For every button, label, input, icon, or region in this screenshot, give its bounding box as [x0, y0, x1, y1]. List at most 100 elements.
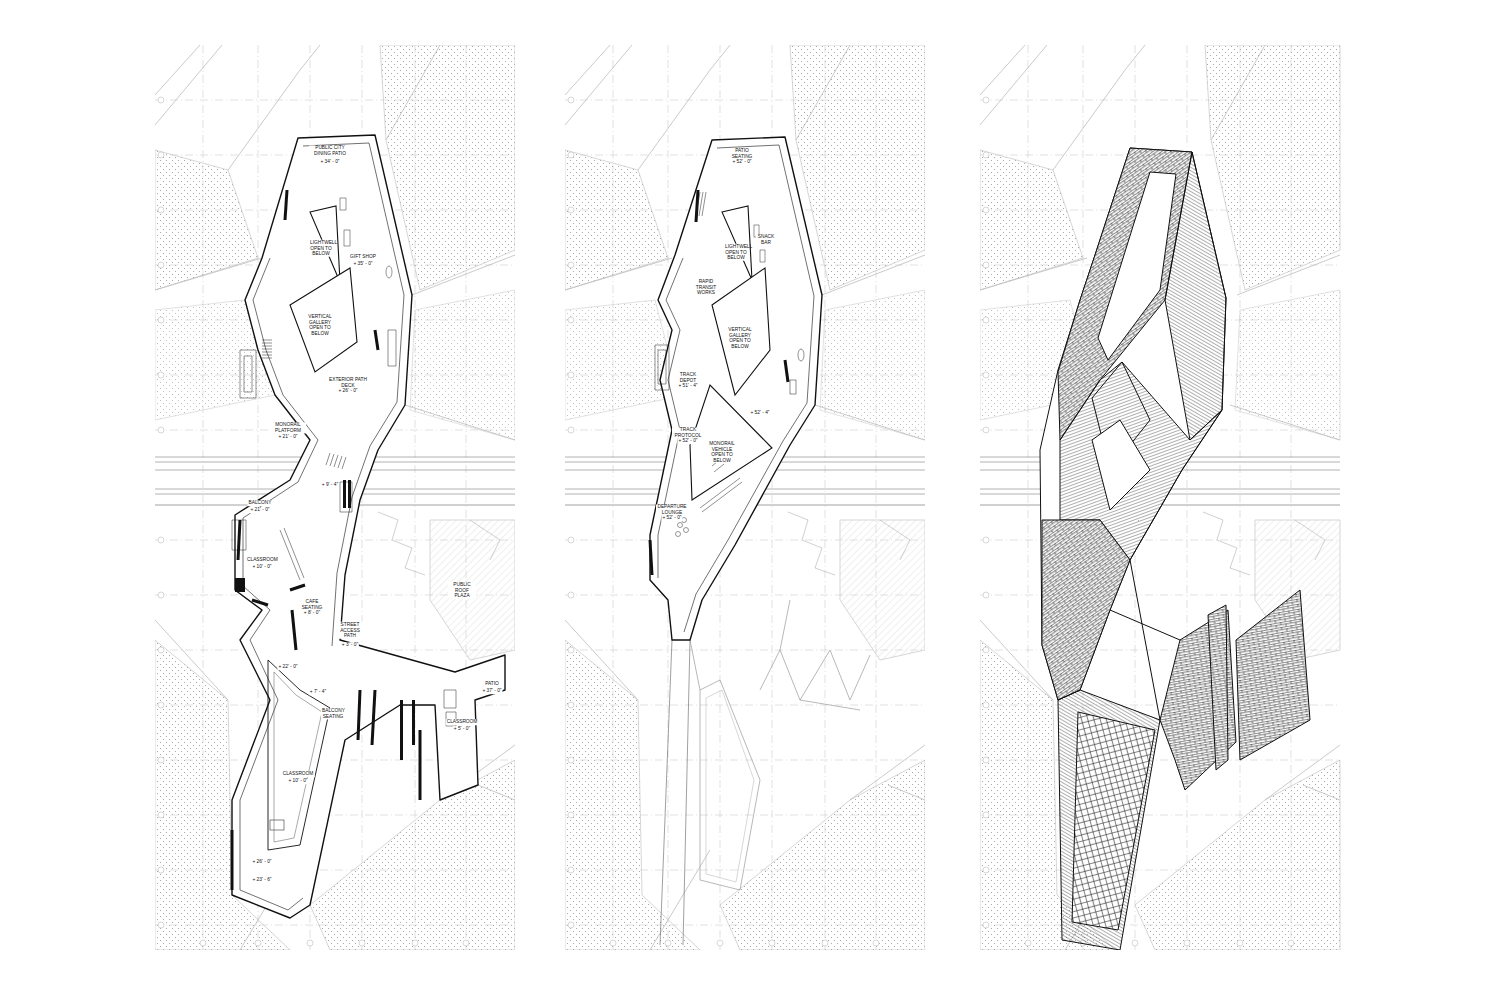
building-plan: [650, 540, 652, 575]
building-plan: [252, 600, 268, 605]
building-plan: [655, 192, 804, 512]
building-plan: [684, 145, 814, 632]
room-label: PUBLIC ROOF PLAZA: [448, 582, 476, 599]
room-label: PUBLIC CITY DINING PATIO: [309, 145, 351, 156]
room-label: SNACK BAR: [756, 234, 776, 245]
building-plan: [722, 206, 752, 280]
building-plan: [655, 345, 669, 390]
building-plan: [690, 600, 870, 710]
elevation-label: + 23' - 6": [251, 877, 272, 883]
room-label: TRACK PROTOCOL: [672, 427, 704, 438]
elevation-label: + 52' - 0": [731, 159, 752, 165]
building-plan: [290, 585, 305, 590]
roof-plan: [1236, 590, 1310, 760]
building-plan: [760, 250, 765, 262]
building-plan: [700, 478, 742, 512]
building-plan: [270, 820, 284, 830]
room-label: PATIO: [484, 681, 500, 687]
building-plan: [238, 520, 240, 560]
elevation-label: + 9' - 4": [321, 482, 339, 488]
building-plan: [358, 690, 360, 740]
building-plan: [658, 258, 683, 578]
building-plan: [232, 135, 505, 918]
building-plan: [660, 640, 690, 945]
elevation-label: + 52' - 0": [661, 515, 682, 521]
elevation-label: + 3' - 0": [341, 642, 359, 648]
room-label: LIGHTWELL OPEN TO BELOW: [309, 240, 333, 257]
building-plan: [706, 690, 754, 882]
building-plan: [388, 330, 396, 366]
elevation-label: + 10' - 0": [287, 778, 308, 784]
building-plan: [400, 700, 403, 760]
elevation-label: + 52' - 0": [677, 438, 698, 444]
room-label: MONORAIL PLATFORM: [270, 422, 306, 433]
roof-plan: [1040, 148, 1226, 700]
plan-panel-1: [155, 45, 515, 950]
building-plan: [678, 523, 683, 528]
plan-panel-2: [565, 45, 925, 950]
elevation-label: + 21' - 0": [277, 434, 298, 440]
building-plan: [274, 672, 322, 842]
building-plan: [375, 330, 378, 350]
room-label: CLASSROOM: [246, 557, 278, 563]
building-plan: [344, 230, 350, 246]
building-plan: [690, 385, 772, 500]
room-label: PATIO SEATING: [726, 148, 758, 159]
plan-panel-3: [980, 45, 1345, 950]
building-plan: [280, 528, 304, 580]
elevation-label: + 52' - 4": [749, 410, 770, 416]
building-plan: [303, 143, 404, 646]
building-plan: [340, 198, 392, 278]
building-plan: [240, 350, 256, 398]
building-plan: [785, 360, 788, 382]
roof-plan: [1098, 172, 1176, 360]
room-label: VERTICAL GALLERY OPEN TO BELOW: [724, 327, 756, 349]
building-plan: [285, 190, 287, 220]
elevation-label: + 22' - 0": [277, 664, 298, 670]
building-plan: [684, 528, 689, 533]
roof-plan: [1042, 520, 1130, 700]
building-plan: [290, 268, 357, 372]
roof-plan: [1040, 148, 1310, 950]
plan-panel-1: [155, 45, 515, 950]
building-plan: [386, 266, 392, 278]
room-label: MONORAIL VEHICLE OPEN TO BELOW: [704, 441, 740, 463]
building-plan: [412, 700, 415, 745]
roof-plan: [1072, 712, 1155, 930]
building-plan: [232, 330, 456, 726]
room-label: CLASSROOM: [446, 719, 479, 725]
elevation-label: + 10' - 0": [251, 564, 272, 570]
elevation-label: + 21' - 0": [249, 507, 270, 513]
building-plan: [240, 258, 318, 910]
building-plan: [650, 137, 822, 640]
building-plan: [372, 690, 375, 745]
room-label: CAFE SEATING: [296, 599, 328, 610]
roof-plan: [1092, 420, 1150, 510]
room-label: LIGHTWELL OPEN TO BELOW: [724, 244, 748, 261]
building-plan: [340, 198, 346, 210]
room-label: BALCONY: [248, 500, 273, 506]
roof-plan: [1110, 560, 1180, 720]
room-label: DEPARTURE LOUNGE: [656, 504, 688, 515]
room-label: BALCONY SEATING: [321, 708, 345, 719]
elevation-label: + 5' - 0": [453, 726, 471, 732]
building-plan: [326, 453, 346, 469]
room-label: VERTICAL GALLERY OPEN TO BELOW: [302, 314, 338, 336]
building-plan: [700, 680, 760, 890]
plan-panel-3: [980, 45, 1345, 950]
elevation-label: + 8' - 0": [303, 610, 321, 616]
room-label: EXTERIOR PATH DECK: [327, 377, 369, 388]
room-label: STREET ACCESS PATH: [337, 622, 363, 639]
building-plan: [343, 480, 346, 508]
building-plan: [231, 830, 234, 890]
building-plan: [235, 480, 415, 760]
elevation-label: + 26' - 0": [251, 859, 272, 865]
plan-panel-2: [565, 45, 925, 950]
building-plan: [650, 190, 788, 575]
building-plan: [232, 520, 246, 550]
elevation-label: + 37' - 0": [481, 688, 502, 694]
building-plan: [696, 192, 706, 216]
building-plan: [262, 340, 272, 358]
building-plan: [798, 349, 804, 361]
